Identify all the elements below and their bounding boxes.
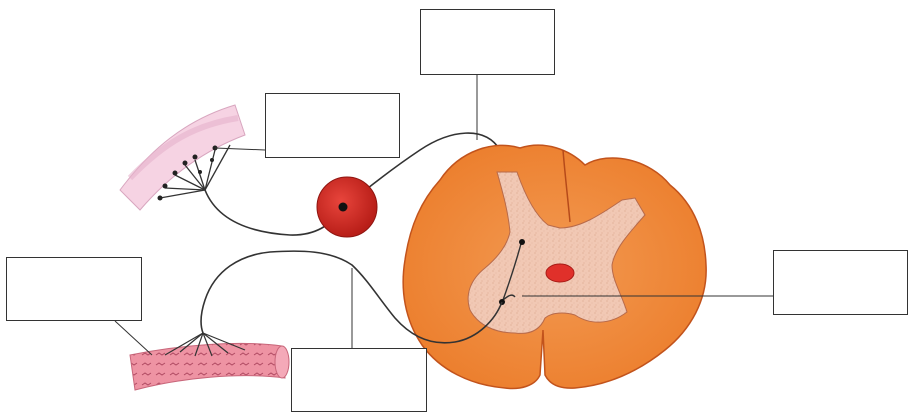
label-box-receptor [265, 93, 400, 158]
label-box-grey-matter [773, 250, 908, 315]
ganglion-cell-body [339, 203, 348, 212]
label-box-effector [6, 257, 142, 321]
label-box-top [420, 9, 555, 75]
central-canal [546, 264, 574, 282]
synapse-dot-upper [519, 239, 525, 245]
label-box-motor [291, 348, 427, 412]
